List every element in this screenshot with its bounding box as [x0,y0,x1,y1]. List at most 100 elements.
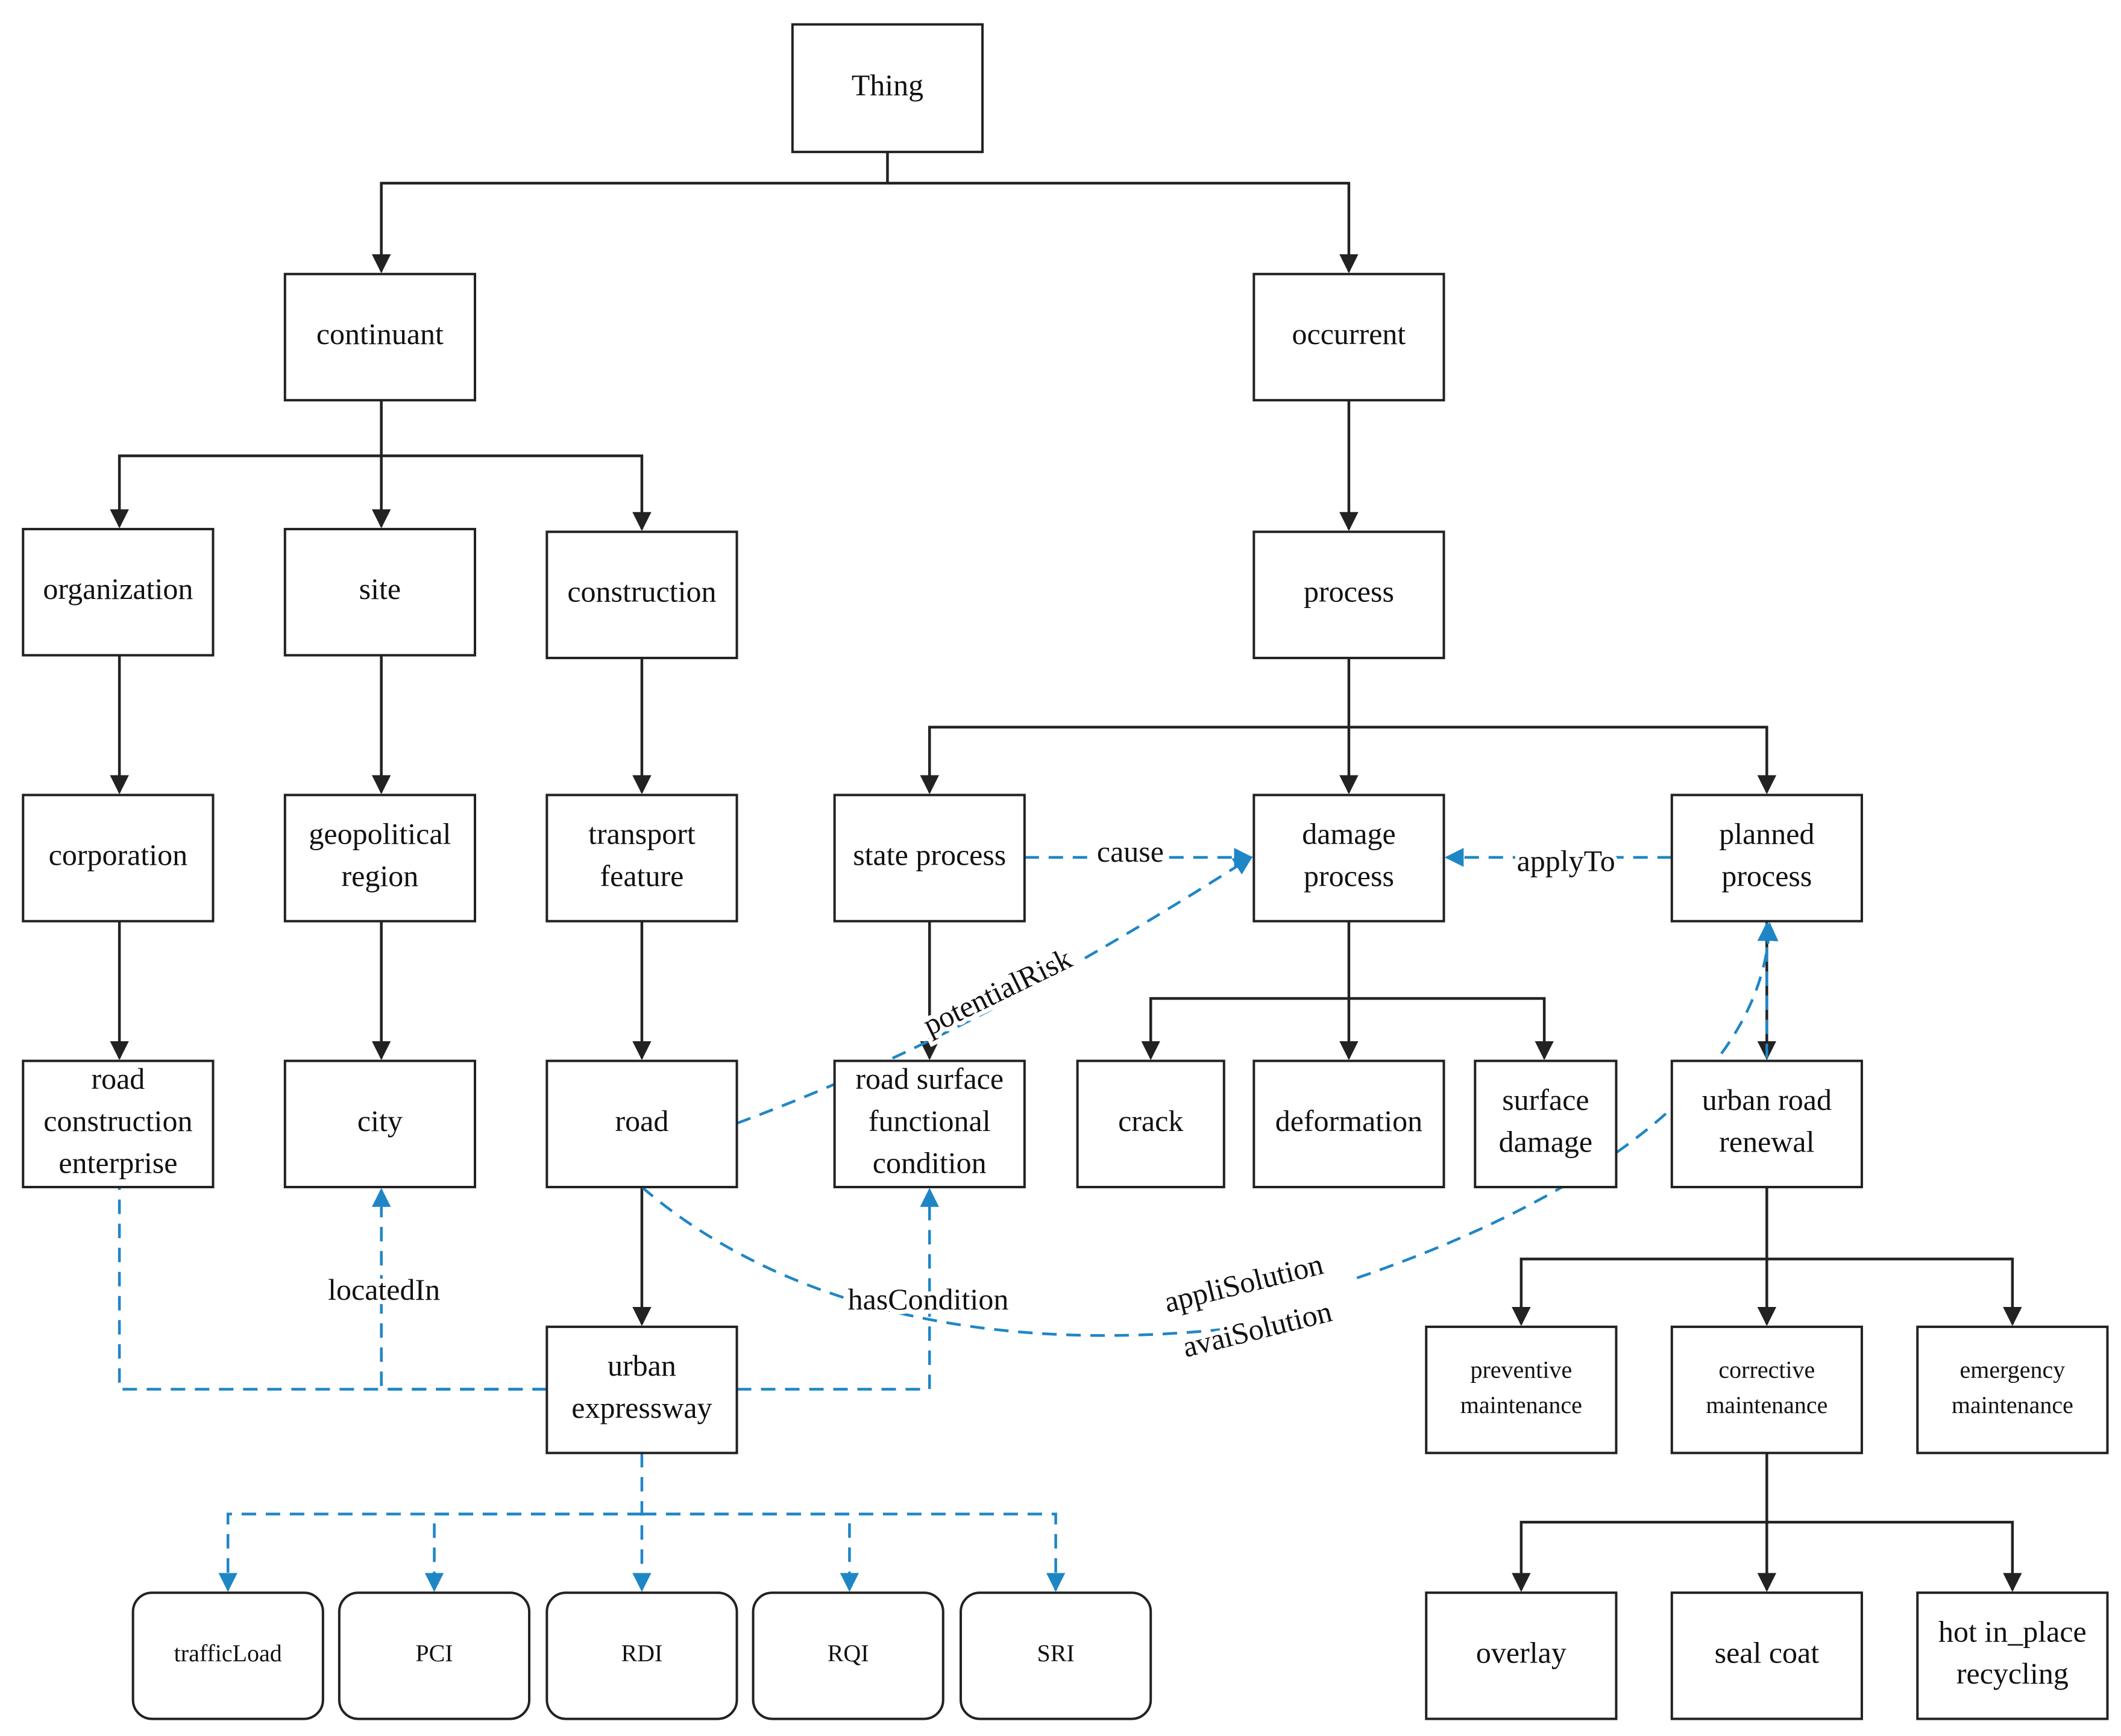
node-label: urban road [1702,1083,1832,1117]
node-label: SRI [1037,1640,1074,1667]
relation-arrow [218,1512,642,1592]
node-label: deformation [1275,1104,1422,1138]
node-label: overlay [1476,1635,1566,1669]
hierarchy-arrow [1348,997,1554,1061]
relation-label-has-condition: hasCondition [848,1282,1009,1316]
node-seal-coat: seal coat [1670,1591,1863,1720]
node-label: recycling [1956,1656,2069,1690]
node-box [1670,1591,1863,1720]
node-box [1670,794,1863,923]
node-label: renewal [1719,1125,1814,1159]
node-box [545,1059,738,1189]
node-box [283,794,477,923]
node-label: state process [853,838,1006,872]
node-label: functional [869,1104,991,1138]
node-box [1474,1059,1618,1189]
nodes-layer: Thing continuant occurrent organization site… [22,23,2109,1720]
hierarchy-arrow [381,454,652,531]
node-label: surface [1502,1083,1589,1117]
node-label: continuant [316,317,444,351]
node-box [338,1591,531,1720]
relation-arrow [737,1188,939,1391]
node-planned-process: planned process [1670,794,1863,923]
node-transport-feature: transport feature [545,794,738,923]
node-label: emergency [1960,1356,2066,1383]
node-label: damage [1302,817,1395,851]
node-label: process [1721,859,1812,892]
node-box [1670,1059,1863,1189]
node-label: maintenance [1460,1391,1582,1418]
node-box [283,272,477,402]
node-label: road [91,1062,145,1095]
node-deformation: deformation [1252,1059,1445,1189]
node-label: process [1304,859,1394,892]
relation-arrow [641,1512,1066,1592]
node-box [1076,1059,1225,1189]
node-urban-road-renewal: urban road renewal [1670,1059,1863,1189]
node-city: city [283,1059,477,1189]
node-box [283,1059,477,1189]
node-continuant: continuant [283,272,477,402]
node-label: organization [43,572,193,606]
node-box [833,1059,1026,1189]
node-geopolitical-region: geopolitical region [283,794,477,923]
node-label: enterprise [58,1146,177,1180]
node-label: corrective [1718,1356,1815,1383]
node-box [22,794,215,923]
node-box [131,1591,324,1720]
node-box [1425,1325,1618,1455]
node-label: corporation [49,838,187,872]
relation-arrow [118,1187,547,1391]
node-label: urban [608,1349,676,1382]
node-label: feature [600,859,684,892]
node-rdi: RDI [545,1591,738,1720]
node-label: planned [1719,817,1814,851]
node-organization: organization [22,528,215,657]
node-box [1425,1591,1618,1720]
node-label: transport [588,817,696,851]
hierarchy-arrow [1512,1520,1767,1592]
node-label: trafficLoad [174,1640,282,1667]
hierarchy-arrow [1512,1258,1767,1326]
node-label: expressway [571,1391,712,1424]
hierarchy-arrow [371,152,889,274]
node-box [1916,1325,2109,1455]
node-label: preventive [1470,1356,1572,1383]
node-box [22,528,215,657]
node-label: construction [43,1104,192,1138]
node-label: PCI [415,1640,453,1667]
relation-label-cause: cause [1097,835,1164,868]
node-label: RQI [828,1640,869,1667]
node-label: construction [567,575,716,609]
node-label: hot in_place [1938,1614,2087,1648]
hierarchy-arrow [1767,1258,2022,1326]
relation-label-apply-to: applyTo [1517,844,1615,878]
relation-label-potential-risk: potentialRisk [918,941,1077,1042]
node-hot-in-place-recycling: hot in_place recycling [1916,1591,2109,1720]
node-box [1670,1325,1863,1455]
node-label: road [615,1104,669,1138]
node-label: region [342,859,419,892]
node-label: road surface [855,1062,1004,1095]
node-state-process: state process [833,794,1026,923]
node-occurrent: occurrent [1252,272,1445,402]
node-site: site [283,528,477,657]
node-box [1916,1591,2109,1720]
node-label: geopolitical [309,817,451,851]
node-box [22,1059,215,1189]
node-box [545,1325,738,1455]
node-corporation: corporation [22,794,215,923]
node-overlay: overlay [1425,1591,1618,1720]
node-thing: Thing [791,23,984,154]
relation-arrow [736,856,1253,1125]
node-label: Thing [852,68,923,102]
node-damage-process: damage process [1252,794,1445,923]
relation-label-located-in: locatedIn [328,1273,440,1306]
node-box [960,1591,1152,1720]
node-box [1252,272,1445,402]
node-label: seal coat [1715,1635,1820,1669]
node-box [1252,794,1445,923]
